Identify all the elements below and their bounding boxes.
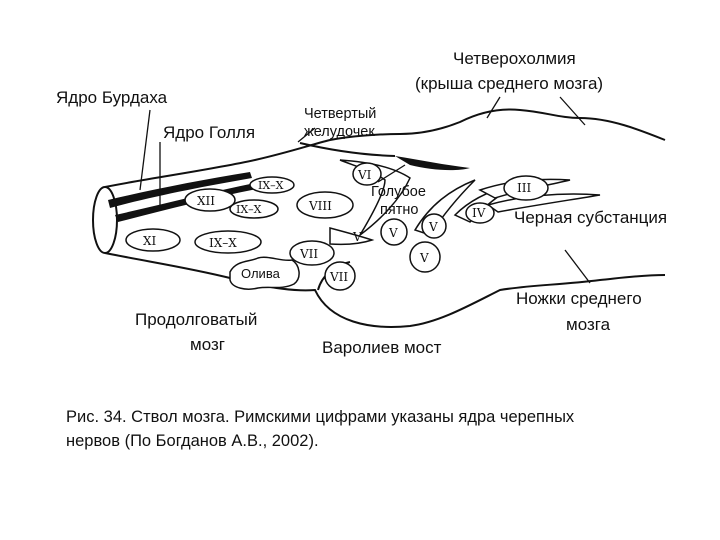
caption-line-2: нервов (По Богданов А.В., 2002). xyxy=(66,429,686,453)
burdakh-label: Ядро Бурдаха xyxy=(56,88,168,107)
chetverokholmiya-label: Четверохолмия xyxy=(453,49,576,68)
nucleus-iii-label: III xyxy=(517,181,531,195)
nucleus-ix-x-top-label: IX–X xyxy=(258,179,284,192)
locus-coeruleus-label-1: Голубое xyxy=(371,184,426,200)
nucleus-v-1-label: V xyxy=(352,230,362,244)
fourth-ventricle-label-1: Четвертый xyxy=(304,106,376,122)
locus-coeruleus-label-2: пятно xyxy=(380,202,418,218)
nucleus-xii-label: XII xyxy=(197,194,215,208)
locus-coeruleus-shape xyxy=(395,156,470,170)
pons-label: Варолиев мост xyxy=(322,338,442,357)
nucleus-vi-label: VI xyxy=(357,168,372,182)
nucleus-v-3-label: V xyxy=(428,220,438,234)
krysha-label: (крыша среднего мозга) xyxy=(415,74,603,93)
nucleus-v-4-label: V xyxy=(419,251,429,265)
spinal-cord-section xyxy=(93,187,117,253)
fourth-ventricle-label-2: желудочек xyxy=(304,124,375,140)
structure-labels: Четверохолмия (крыша среднего мозга) Ядр… xyxy=(56,49,667,357)
medulla-label-2: мозг xyxy=(190,335,225,354)
cerebral-peduncles-label-1: Ножки среднего xyxy=(516,289,642,308)
caption-line-1: Рис. 34. Ствол мозга. Римскими цифрами у… xyxy=(66,405,686,429)
nucleus-vii-a-label: VII xyxy=(299,247,318,261)
nucleus-v-2-label: V xyxy=(388,226,398,240)
nucleus-iv-label: IV xyxy=(472,206,486,220)
oliva-label: Олива xyxy=(241,266,281,281)
nucleus-viii-label: VIII xyxy=(308,199,332,213)
nucleus-xi-label: XI xyxy=(143,234,157,248)
medulla-label-1: Продолговатый xyxy=(135,310,257,329)
cerebral-peduncles-label-2: мозга xyxy=(566,315,611,334)
figure-caption: Рис. 34. Ствол мозга. Римскими цифрами у… xyxy=(66,405,686,453)
nucleus-ix-x-mid-label: IX–X xyxy=(236,203,262,216)
nucleus-vii-b-label: VII xyxy=(329,270,348,284)
goll-label: Ядро Голля xyxy=(163,123,255,142)
nucleus-ix-x-low-label: IX–X xyxy=(209,236,237,250)
substantia-nigra-label: Черная субстанция xyxy=(514,208,667,227)
